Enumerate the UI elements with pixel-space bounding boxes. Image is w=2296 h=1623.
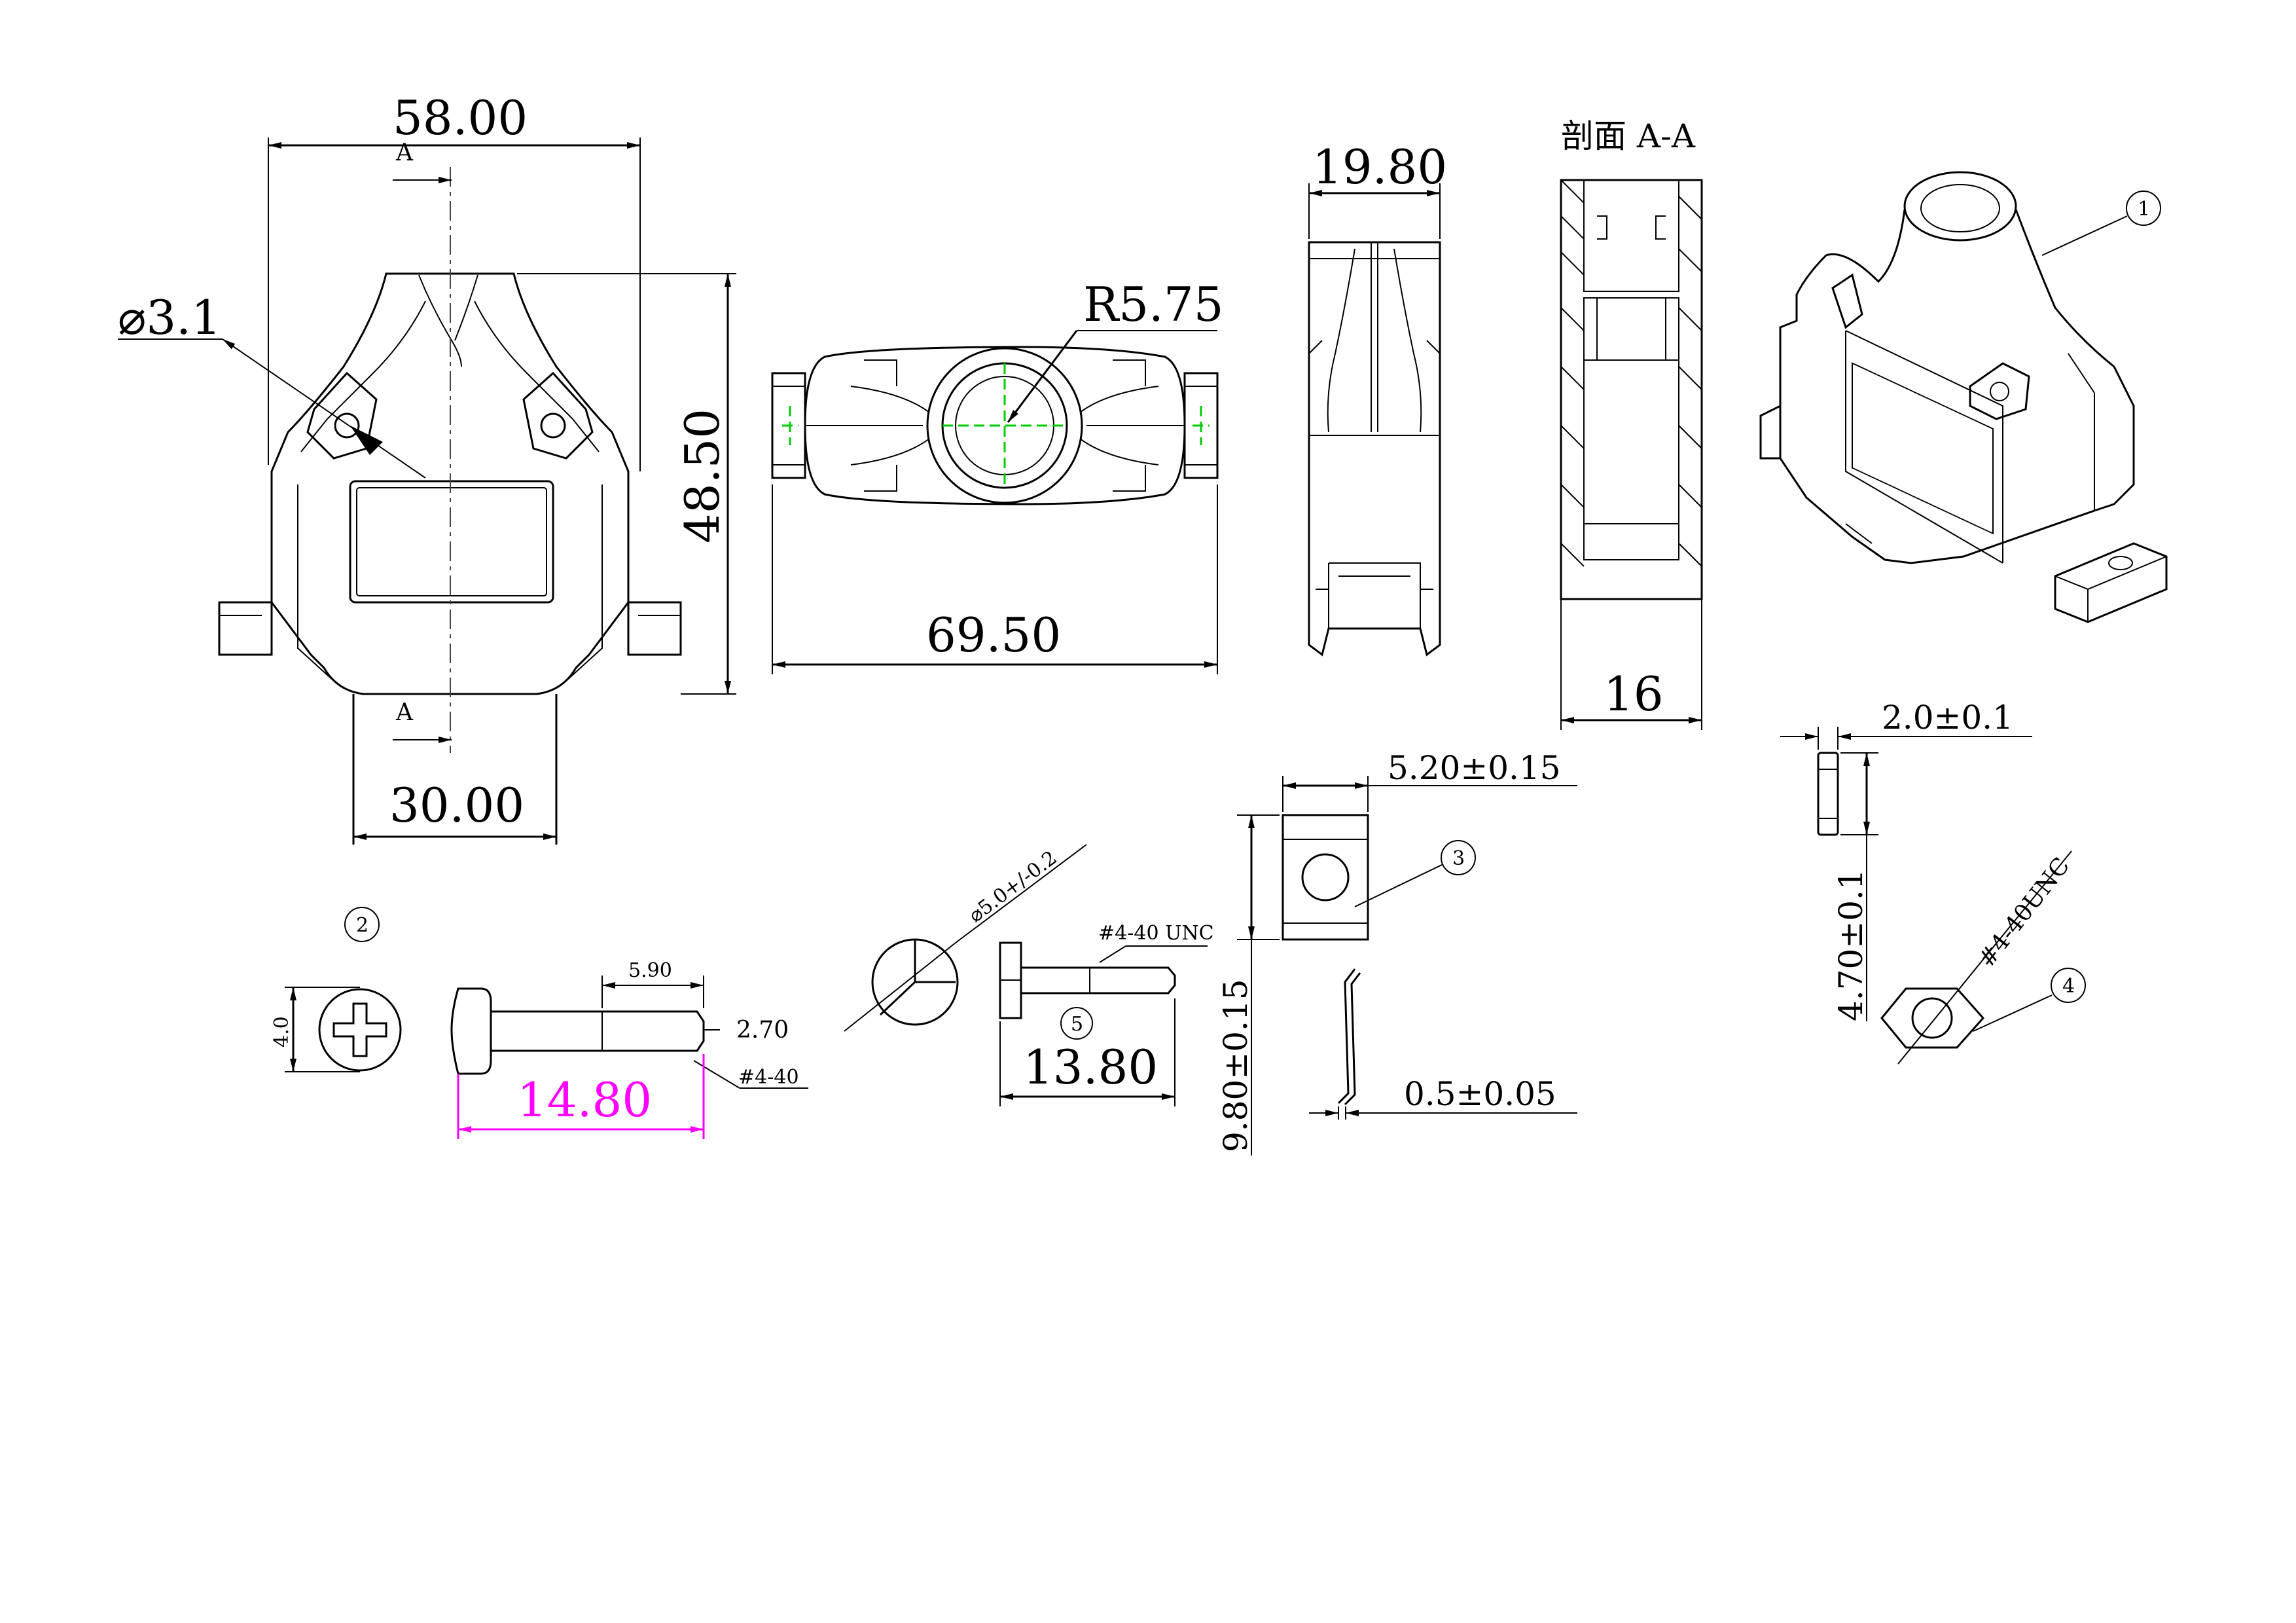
part-clip: 5.20±0.15 9.80±0.15 3 0.5±0.05 [1217,749,1577,1156]
nut-thickness-dim: 2.0±0.1 [1882,699,2013,737]
side-view: 19.80 [1308,139,1447,657]
front-hole-dim: ⌀3.1 [118,290,221,345]
side-width-dim: 19.80 [1312,139,1447,194]
jackscrew-thread-note: #4-40 UNC [1098,922,1214,945]
nut-thread-note: #4-40UNC [1973,852,2075,972]
clip-width-dim: 5.20±0.15 [1388,749,1561,787]
screw-thread-dia-dim: 2.70 [736,1017,789,1044]
screw-thread-note: #4-40 [738,1066,799,1089]
nut-height-dim: 4.70±0.1 [1832,869,1870,1021]
screw-head-dim: 4.0 [270,1016,293,1048]
jackscrew-dia-note: ⌀5.0+/-0.2 [965,847,1062,928]
section-title: 剖面 A-A [1561,117,1696,155]
part-screw: 2 4.0 5.90 2.70 #4-40 14.80 [270,907,808,1139]
screw-thread-len-dim: 5.90 [628,959,672,982]
jackscrew-length-dim: 13.80 [1023,1040,1158,1095]
balloon-2: 2 [356,914,368,937]
balloon-3: 3 [1452,847,1465,870]
balloon-4: 4 [2062,975,2075,998]
section-width-dim: 16 [1604,666,1664,721]
front-view: A A 58.00 48.50 30.00 ⌀3.1 [118,90,736,845]
iso-view: 1 [1759,171,2168,623]
top-view: R5.75 69.50 [771,277,1224,674]
balloon-1: 1 [2138,198,2150,221]
front-bottom-dim: 30.00 [389,778,524,833]
part-nut: 2.0±0.1 4.70±0.1 #4-40UNC 4 [1780,699,2086,1065]
screw-length-dim: 14.80 [517,1072,652,1127]
top-radius-dim: R5.75 [1083,277,1224,332]
balloon-5: 5 [1071,1013,1083,1036]
part-jackscrew: ⌀5.0+/-0.2 #4-40 UNC 5 13.80 [844,844,1214,1106]
front-height-dim: 48.50 [675,409,730,543]
front-width-dim: 58.00 [393,90,528,145]
top-length-dim: 69.50 [926,608,1061,663]
section-mark-bottom: A [395,699,414,726]
section-view: 剖面 A-A 16 [1560,117,1703,730]
clip-thickness-dim: 0.5±0.05 [1404,1075,1556,1113]
clip-height-dim: 9.80±0.15 [1217,979,1255,1152]
